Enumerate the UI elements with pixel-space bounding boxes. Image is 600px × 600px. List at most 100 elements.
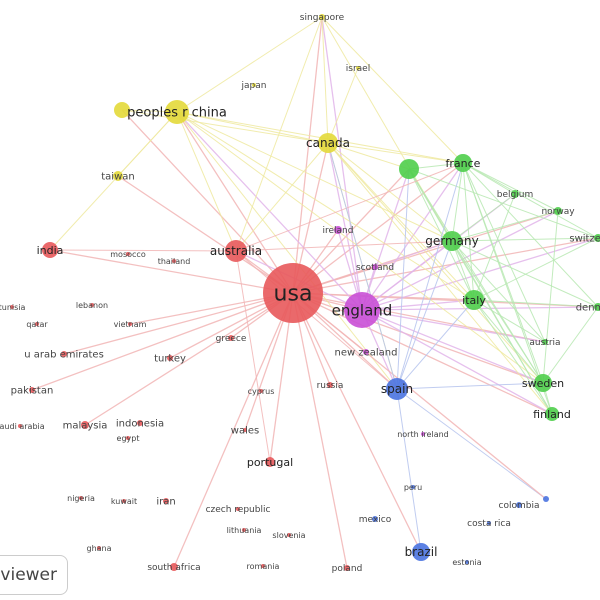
node-turkey[interactable]: [167, 355, 173, 361]
node-india[interactable]: [42, 242, 58, 258]
node-singapore[interactable]: [319, 14, 325, 20]
node-label[interactable]: u arab emirates: [24, 350, 104, 361]
node-romania[interactable]: [261, 564, 265, 568]
node-label[interactable]: usa: [274, 282, 313, 307]
node-label[interactable]: taiwan: [101, 172, 134, 183]
node-label[interactable]: czech republic: [206, 505, 271, 515]
node-south-africa[interactable]: [170, 563, 178, 571]
node-label[interactable]: north ireland: [397, 430, 449, 439]
node-lithuania[interactable]: [242, 528, 246, 532]
node-vietnam[interactable]: [128, 322, 132, 326]
node-label[interactable]: slovenia: [272, 531, 305, 540]
node-label[interactable]: wales: [231, 426, 259, 437]
node-usa[interactable]: [263, 263, 323, 323]
node-mexico[interactable]: [372, 516, 378, 522]
node-indonesia[interactable]: [137, 420, 143, 426]
node-label[interactable]: greece: [216, 334, 247, 344]
node-label[interactable]: brazil: [405, 545, 438, 559]
node-israel[interactable]: [356, 66, 360, 70]
node-label[interactable]: kuwait: [111, 497, 137, 506]
node-label[interactable]: lithuania: [227, 526, 262, 535]
node-belgium[interactable]: [511, 190, 519, 198]
node-label[interactable]: cyprus: [248, 387, 275, 396]
node-label[interactable]: tunisia: [0, 303, 25, 312]
node-norway[interactable]: [554, 207, 562, 215]
node-label[interactable]: peoples r china: [127, 106, 227, 121]
node-austria[interactable]: [542, 339, 548, 345]
node-label[interactable]: israel: [346, 64, 370, 74]
node-label[interactable]: new zealand: [335, 348, 398, 359]
node-label[interactable]: mexico: [359, 515, 392, 525]
node-label[interactable]: thailand: [158, 257, 191, 266]
node-label[interactable]: ghana: [86, 544, 111, 553]
node-unlabeled[interactable]: [114, 102, 130, 118]
node-label[interactable]: saudi arabia: [0, 422, 45, 431]
node-label[interactable]: indonesia: [116, 419, 164, 430]
node-label[interactable]: nigeria: [67, 494, 95, 503]
node-label[interactable]: switzerland: [569, 234, 600, 245]
node-greece[interactable]: [228, 335, 234, 341]
node-label[interactable]: canada: [306, 136, 350, 150]
node-japan[interactable]: [252, 83, 256, 87]
node-malaysia[interactable]: [81, 421, 89, 429]
node-north-ireland[interactable]: [421, 432, 425, 436]
node-tunisia[interactable]: [10, 305, 14, 309]
node-switzerland[interactable]: [594, 234, 600, 242]
node-label[interactable]: iran: [156, 497, 175, 508]
node-taiwan[interactable]: [113, 171, 123, 181]
node-label[interactable]: malaysia: [63, 421, 108, 432]
node-iran[interactable]: [163, 498, 169, 504]
node-denmark[interactable]: [594, 303, 600, 311]
node-pakistan[interactable]: [29, 387, 35, 393]
node-label[interactable]: ireland: [323, 226, 354, 236]
node-label[interactable]: costa rica: [467, 519, 511, 529]
node-label[interactable]: poland: [332, 564, 363, 574]
node-finland[interactable]: [545, 407, 559, 421]
node-label[interactable]: denmark: [576, 303, 600, 314]
node-label[interactable]: scotland: [356, 263, 394, 273]
node-label[interactable]: italy: [462, 294, 486, 307]
node-label[interactable]: belgium: [497, 190, 533, 200]
node-lebanon[interactable]: [90, 303, 94, 307]
node-label[interactable]: russia: [317, 381, 344, 391]
node-mosocco[interactable]: [126, 252, 130, 256]
node-costa-rica[interactable]: [487, 521, 491, 525]
node-spain[interactable]: [386, 378, 408, 400]
node-germany[interactable]: [442, 231, 462, 251]
node-colombia[interactable]: [516, 502, 522, 508]
node-unlabeled[interactable]: [399, 159, 419, 179]
node-label[interactable]: sweden: [522, 377, 564, 390]
node-unlabeled[interactable]: [543, 496, 549, 502]
node-label[interactable]: pakistan: [11, 386, 54, 397]
node-label[interactable]: england: [332, 301, 393, 319]
node-saudi-arabia[interactable]: [18, 424, 22, 428]
node-label[interactable]: qatar: [26, 320, 48, 329]
node-czech-republic[interactable]: [236, 507, 240, 511]
node-label[interactable]: austria: [529, 338, 560, 348]
node-label[interactable]: singapore: [300, 13, 345, 23]
node-label[interactable]: germany: [425, 234, 478, 248]
node-italy[interactable]: [464, 290, 484, 310]
node-canada[interactable]: [318, 133, 338, 153]
node-peoples-r-china[interactable]: [165, 100, 189, 124]
node-label[interactable]: south africa: [147, 563, 200, 573]
node-cyprus[interactable]: [259, 389, 263, 393]
node-new-zealand[interactable]: [363, 349, 369, 355]
node-estonia[interactable]: [465, 560, 469, 564]
node-label[interactable]: finland: [533, 408, 571, 421]
node-peru[interactable]: [411, 485, 415, 489]
node-label[interactable]: japan: [241, 81, 267, 91]
node-sweden[interactable]: [534, 374, 552, 392]
node-label[interactable]: spain: [381, 382, 413, 396]
node-portugal[interactable]: [265, 457, 275, 467]
node-label[interactable]: peru: [404, 483, 422, 492]
node-label[interactable]: colombia: [499, 501, 540, 511]
node-slovenia[interactable]: [287, 533, 291, 537]
node-england[interactable]: [344, 292, 380, 328]
node-australia[interactable]: [225, 240, 247, 262]
node-scotland[interactable]: [372, 264, 378, 270]
node-poland[interactable]: [344, 565, 350, 571]
node-label[interactable]: romania: [247, 562, 280, 571]
node-label[interactable]: india: [37, 244, 64, 257]
